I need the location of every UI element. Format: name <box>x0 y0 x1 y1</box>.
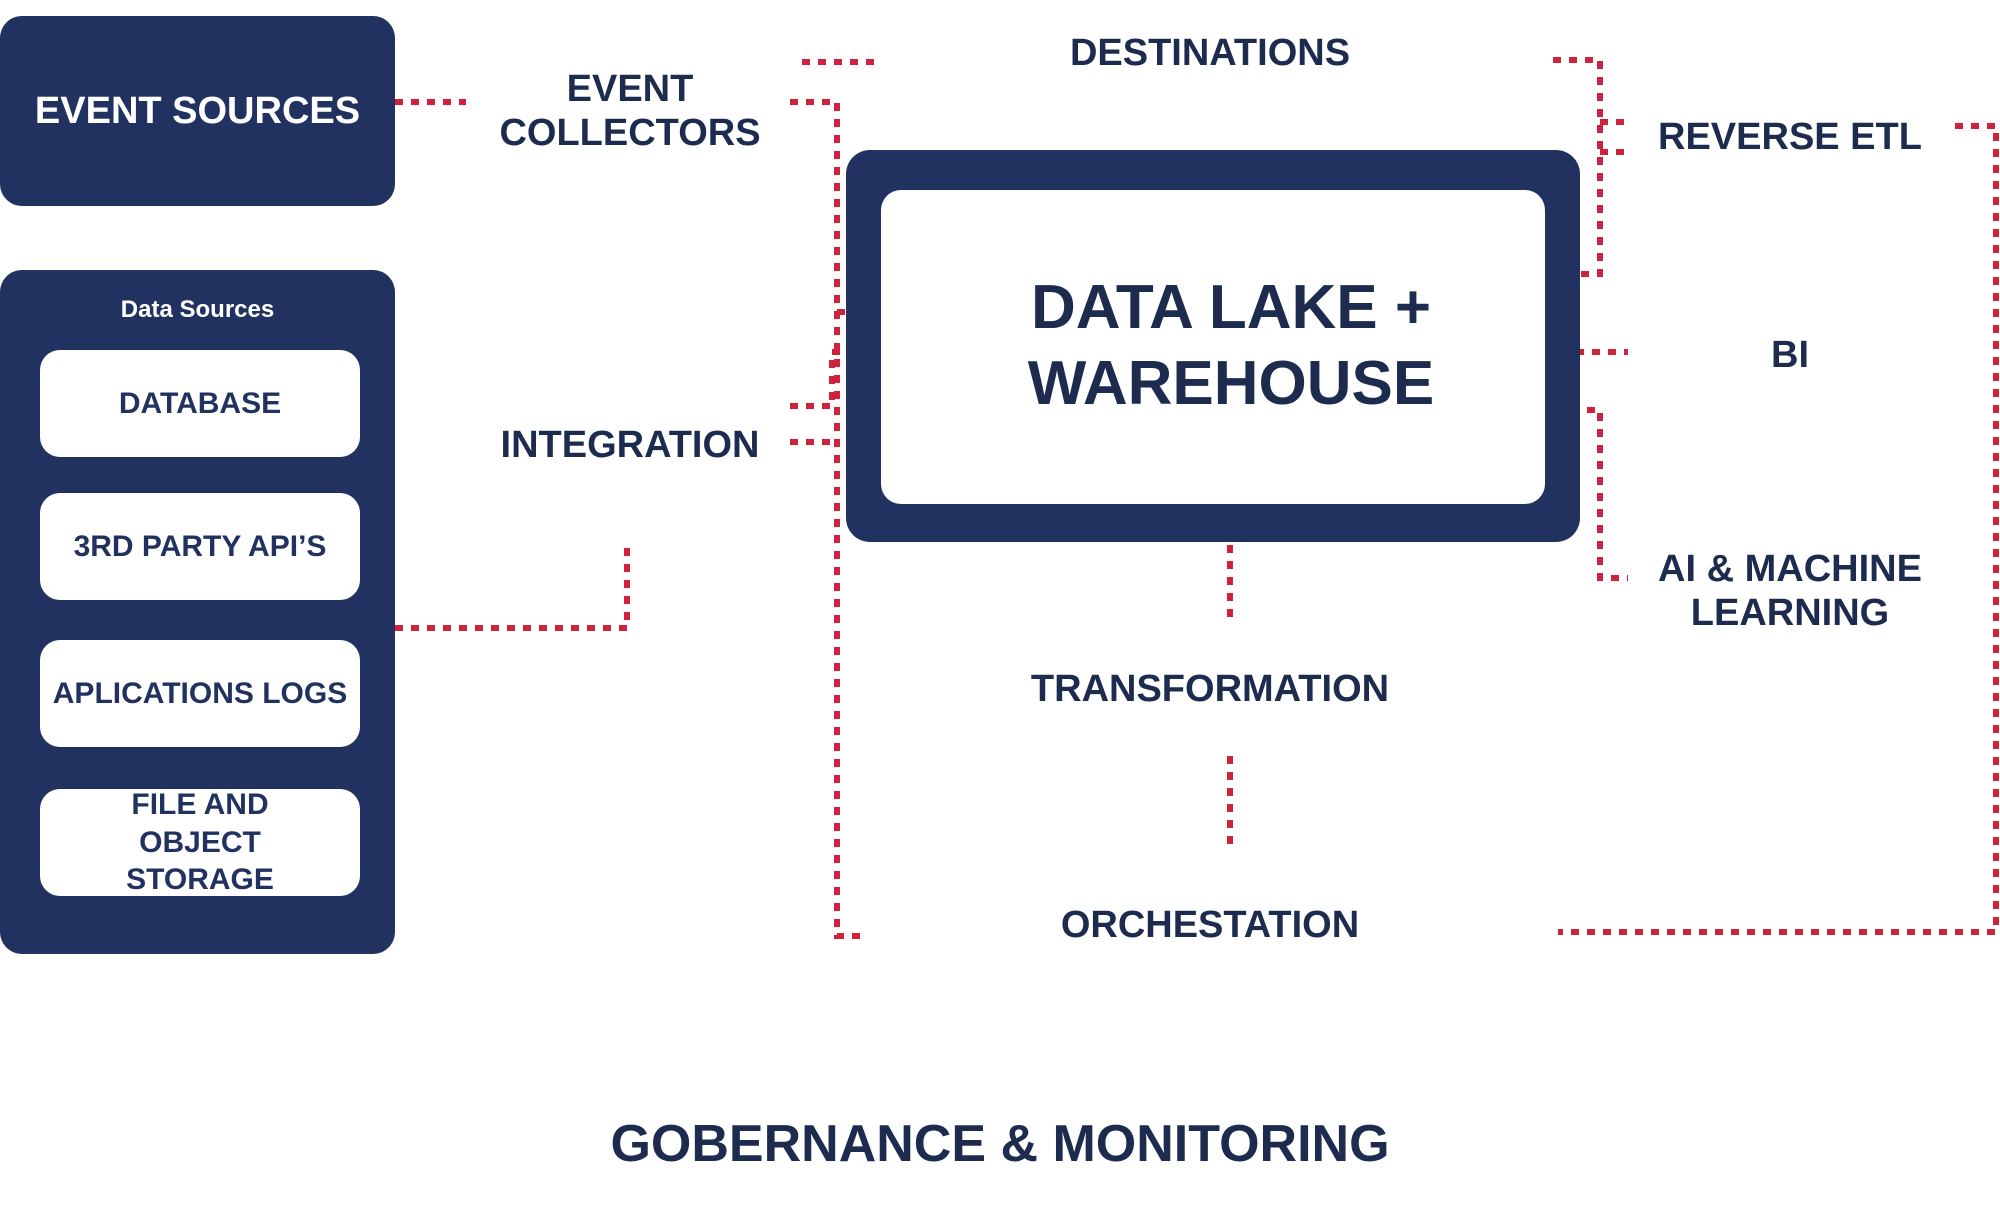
connector-destinations-right <box>1553 57 1603 277</box>
data-lake-warehouse-label-line1: DATA LAKE + <box>1030 273 1432 342</box>
orchestation-label: ORCHESTATION <box>1060 904 1360 946</box>
data-sources-panel: Data Sources DATABASE 3RD PARTY API’S AP… <box>0 270 395 954</box>
ai-ml-label: AI & MACHINE LEARNING <box>1658 548 1922 634</box>
data-source-file-object-storage: FILE AND OBJECT STORAGE <box>40 788 360 896</box>
data-lake-warehouse-box: DATA LAKE + WAREHOUSE <box>846 150 1580 542</box>
connector-collectors-bracket <box>790 99 862 939</box>
bi-label: BI <box>1771 334 1809 376</box>
data-lake-warehouse-label-line2: WAREHOUSE <box>1027 349 1435 418</box>
data-lake-warehouse-inner: DATA LAKE + WAREHOUSE <box>881 190 1545 504</box>
connector-data-sources <box>395 544 630 631</box>
event-sources-box: EVENT SOURCES <box>0 16 395 206</box>
transformation-label: TRANSFORMATION <box>1030 668 1390 710</box>
connector-orchestation-loop <box>1558 123 1999 935</box>
data-source-third-party-apis: 3RD PARTY API’S <box>40 493 360 600</box>
reverse-etl-label: REVERSE ETL <box>1658 116 1922 158</box>
destinations-label: DESTINATIONS <box>1069 32 1351 74</box>
data-source-application-logs: APLICATIONS LOGS <box>40 640 360 747</box>
data-sources-title: Data Sources <box>120 296 275 323</box>
data-source-database: DATABASE <box>40 350 360 457</box>
governance-monitoring-label: GOBERNANCE & MONITORING <box>610 1115 1390 1173</box>
event-sources-label: EVENT SOURCES <box>34 90 361 132</box>
integration-label: INTEGRATION <box>500 424 760 466</box>
event-collectors-label: EVENT COLLECTORS <box>499 68 761 154</box>
